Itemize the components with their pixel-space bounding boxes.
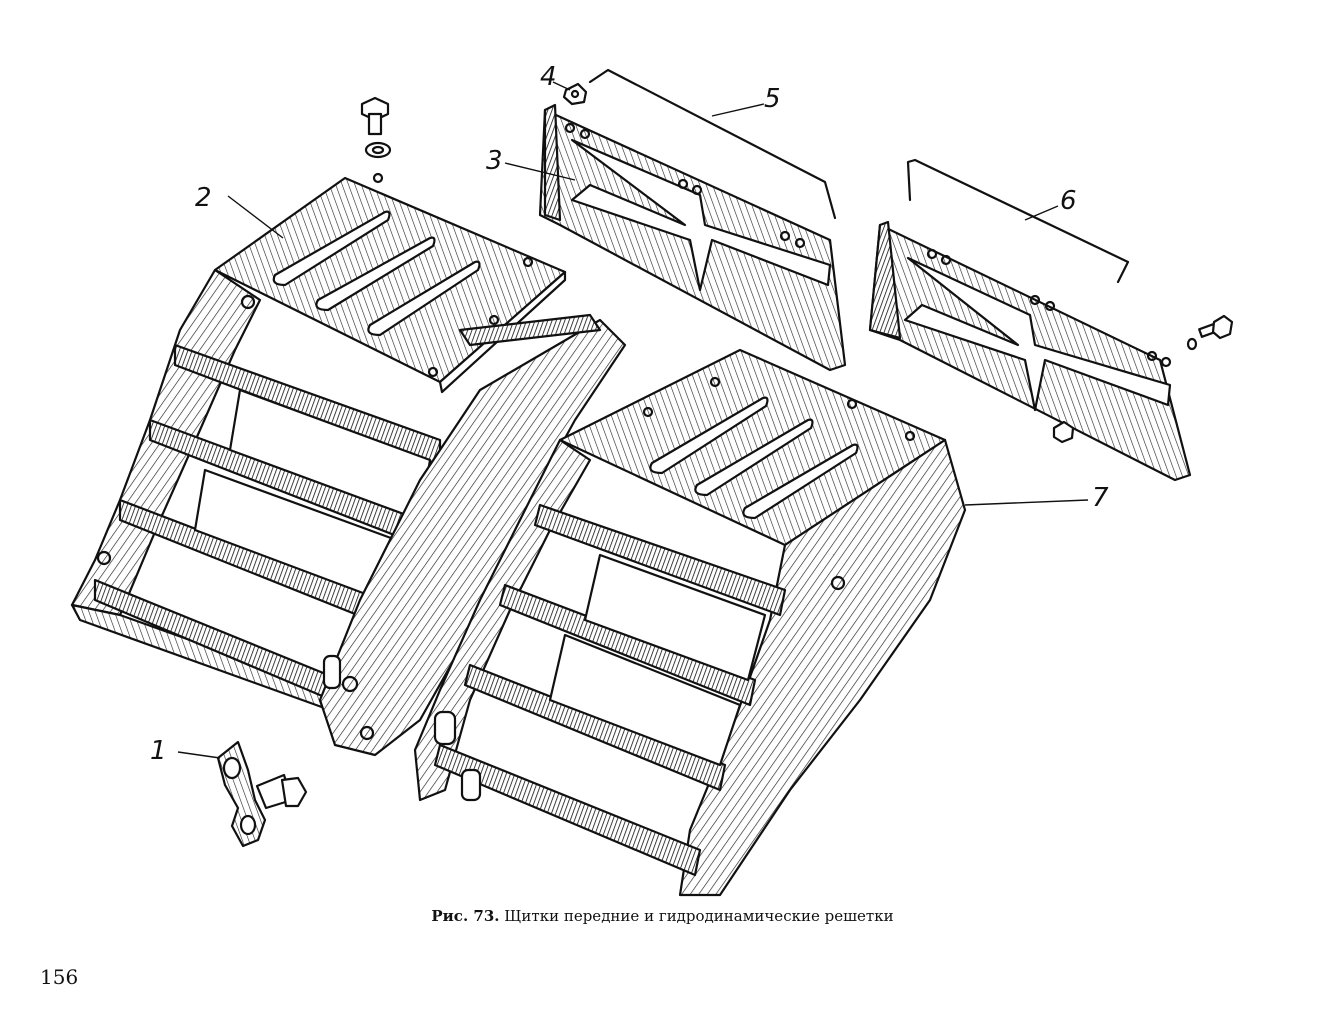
right-nut (1052, 420, 1075, 444)
figure-caption-text: Щитки передние и гидродинамические решет… (504, 907, 894, 925)
callout-6: 6 (1060, 186, 1077, 216)
rod-part-6 (906, 158, 1130, 284)
callout-4: 4 (540, 62, 557, 92)
nut-part-4 (562, 82, 588, 106)
figure-caption: Рис. 73. Щитки передние и гидродинамичес… (0, 907, 1325, 925)
plate-part-3 (538, 103, 847, 372)
page-number: 156 (40, 965, 79, 989)
callout-5: 5 (764, 84, 781, 114)
plate-part-6 (868, 220, 1192, 482)
middle-bracket (318, 313, 627, 757)
left-grille (70, 268, 442, 714)
callout-3: 3 (486, 146, 503, 176)
callout-7: 7 (1092, 483, 1109, 513)
right-grille-part-7 (413, 348, 967, 897)
rod-part-5 (588, 68, 837, 220)
right-bolt (1186, 314, 1234, 351)
figure-caption-prefix: Рис. 73. (431, 907, 500, 925)
callout-1: 1 (150, 736, 167, 766)
top-bolt-and-washer (360, 96, 392, 159)
clip-part-1 (216, 740, 308, 848)
top-cover-part-2 (213, 172, 567, 394)
callout-2: 2 (195, 183, 212, 213)
leader-lines (177, 81, 1089, 759)
